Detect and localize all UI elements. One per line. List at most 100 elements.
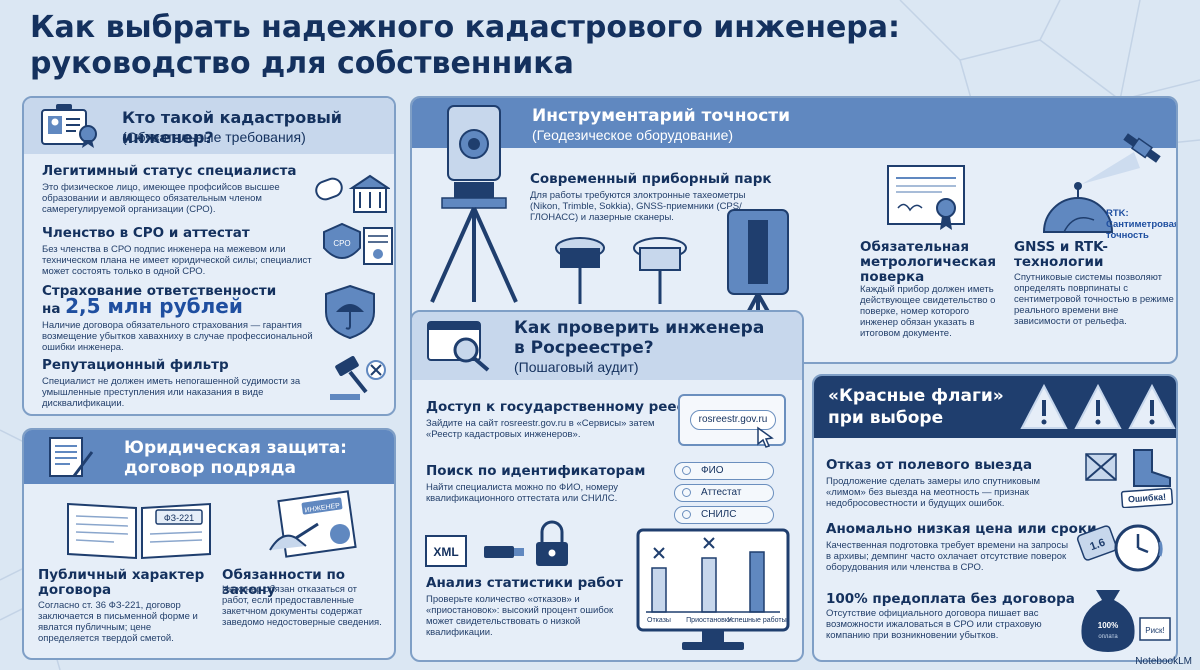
tag-fio-label: ФИО: [701, 465, 724, 476]
flags-header: «Красные флаги» при выборе: [814, 376, 1176, 438]
page-title-line1: Как выбрать надежного кадастрового инжен…: [30, 10, 901, 45]
bag-label: 100%: [1098, 621, 1118, 630]
check-panel: Как проверить инженера в Росреестре? (По…: [410, 310, 804, 662]
check-item1-heading: Доступ к государственному реестру: [426, 399, 711, 415]
tag-snils[interactable]: СНИЛС: [674, 506, 774, 524]
flag1-heading: Отказ от полевого выезда: [826, 457, 1033, 473]
check-item2-heading: Поиск по идентификаторам: [426, 463, 646, 479]
calib-heading: Обязательная метрологическая поверка: [860, 239, 996, 285]
who-item1-text: Это физическое лицо, имеющее профсийсов …: [42, 182, 280, 215]
who-header: Кто такой кадастровый инженер? (Обязател…: [24, 98, 394, 154]
doc-label: ФЗ-221: [164, 513, 194, 523]
who-item1-heading: Легитимный статус специалиста: [42, 163, 297, 179]
stamp-label: Ошибка!: [1128, 492, 1167, 505]
flag3-text: Отсутствие официального договора пишает …: [826, 608, 1042, 641]
legal-panel: Юридическая защита: договор подряда ФЗ-2…: [22, 428, 396, 660]
clock-tag-icon: 1.6: [1076, 524, 1163, 572]
who-item4-heading: Репутационный фильтр: [42, 357, 229, 373]
clock-label: 1.6: [1088, 537, 1106, 554]
tools-title: Инструментарий точности: [532, 106, 791, 126]
tag-snils-label: СНИЛС: [701, 509, 737, 520]
legal-item2-text: Инженер обязан отказаться от работ, если…: [222, 584, 382, 628]
fleet-heading: Современный приборный парк: [530, 171, 772, 187]
page-title: Как выбрать надежного кадастрового инжен…: [30, 10, 910, 82]
who-item3-text: Наличие договора обязательного страхован…: [42, 320, 313, 353]
tag-attestat[interactable]: Аттестат: [674, 484, 774, 502]
gnss-receivers-icon: [555, 237, 687, 304]
flag2-text: Качественная подготовка требует времени …: [826, 540, 1069, 573]
legal-title-line2: договор подряда: [124, 458, 296, 478]
check-subtitle: (Пошаговый аудит): [514, 359, 639, 375]
contract-icon: [49, 437, 94, 477]
check-item3-text: Проверьте количество «отказов» и «приост…: [426, 594, 614, 638]
legal-item1-heading: Публичный характер договора: [38, 567, 205, 598]
gavel-icon: [330, 356, 386, 400]
check-item1-text: Зайдите на сайт rosreestr.gov.ru в «Серв…: [426, 418, 655, 440]
who-item3-heading-prefix: Страхование ответственности: [42, 283, 277, 299]
check-header: Как проверить инженера в Росреестре? (По…: [412, 312, 802, 380]
gnss-heading: GNSS и RTK-технологии: [1014, 239, 1108, 270]
boot-stamp-icon: Ошибка!: [1085, 449, 1174, 508]
gnss-text: Спутниковые системы позволяют определять…: [1014, 272, 1174, 327]
legal-header: Юридическая защита: договор подряда: [24, 430, 394, 484]
bar-success: [749, 551, 765, 613]
bar-suspensions: [701, 557, 717, 613]
rtk-label: RTK: Сантиметровая точность: [1106, 208, 1178, 241]
insurance-amount: 2,5 млн рублей: [65, 294, 243, 318]
calib-text: Каждый прибор должен иметь действующее с…: [860, 284, 996, 339]
flag3-heading: 100% предоплата без договора: [826, 591, 1075, 607]
registry-browser: rosreestr.gov.ru: [678, 394, 786, 448]
flags-title-line1: «Красные флаги»: [828, 386, 1004, 406]
chart-label-suspensions: Приостановки: [686, 617, 732, 624]
stats-monitor-icon: Отказы Приостановки Успешные работы: [636, 528, 790, 650]
total-station-icon: [430, 105, 518, 303]
tag-fio[interactable]: ФИО: [674, 462, 774, 480]
who-item3-heading-na: на: [42, 301, 61, 317]
svg-text:СРО: СРО: [333, 239, 350, 248]
brand-logo: NotebookLM: [1135, 656, 1192, 667]
chart-label-success: Успешные работы: [727, 616, 786, 624]
warning-icons: [1020, 383, 1176, 429]
check-title-line1: Как проверить инженера: [514, 318, 765, 338]
tools-subtitle: (Геодезическое оборудование): [532, 127, 734, 143]
cursor-icon: [757, 426, 774, 448]
flags-title-line2: при выборе: [828, 408, 944, 428]
tag-attestat-label: Аттестат: [701, 487, 742, 498]
registry-url-field[interactable]: rosreestr.gov.ru: [690, 410, 776, 430]
xml-usb-lock-icon: XML: [425, 520, 568, 567]
bar-refusals: [651, 567, 667, 613]
who-panel: Кто такой кадастровый инженер? (Обязател…: [22, 96, 396, 416]
shield-umbrella-icon: [325, 284, 375, 340]
check-item2-text: Найти специалиста можно по ФИО, номеру к…: [426, 482, 619, 504]
check-title-line2: в Росреестре?: [514, 338, 654, 358]
flag1-text: Продложение сделать замеры ило спутников…: [826, 476, 1041, 509]
legal-item1-text: Согласно ст. 36 ФЗ-221, договор заключае…: [38, 600, 198, 644]
laser-scanner-icon: [724, 209, 794, 355]
risk-label: Риск!: [1145, 626, 1165, 635]
check-item3-heading: Анализ статистики работ: [426, 575, 623, 591]
signing-hand-icon: ИНЖЕНЕР: [269, 490, 357, 558]
flag2-heading: Аномально низкая цена или сроки: [826, 521, 1097, 537]
who-item2-heading: Членство в СРО и аттестат: [42, 225, 250, 241]
flags-panel: «Красные флаги» при выборе Отказ от поле…: [812, 374, 1178, 662]
browser-search-icon: [427, 321, 490, 372]
money-bag-icon: 100% оплата Риск!: [1081, 590, 1171, 652]
open-law-book-icon: ФЗ-221: [67, 502, 211, 560]
page-title-line2: руководство для собственника: [30, 46, 574, 81]
who-item2-text: Без членства в СРО подпис инженера на ме…: [42, 244, 312, 277]
who-subtitle: (Обязательные требования): [122, 129, 306, 145]
verification-certificate-icon: [887, 165, 965, 230]
svg-text:оплата: оплата: [1098, 634, 1118, 640]
legal-item2-heading: Обязанности по закону: [222, 567, 346, 598]
legal-title-line1: Юридическая защита:: [124, 438, 347, 458]
who-title: Кто такой кадастровый инженер?: [122, 108, 342, 147]
certificate-icon: [41, 104, 97, 148]
engineer-label: ИНЖЕНЕР: [304, 502, 341, 514]
satellite-globe-icon: [1042, 133, 1161, 233]
who-item3-heading: Страхование ответственности на 2,5 млн р…: [42, 284, 302, 317]
sro-badge-icon: СРО: [323, 222, 393, 265]
chart-label-refusals: Отказы: [647, 617, 671, 624]
tools-header: Инструментарий точности (Геодезическое о…: [412, 98, 1176, 148]
xml-label: XML: [433, 545, 458, 559]
who-item4-text: Специалист не должен иметь непогашенной …: [42, 376, 301, 409]
